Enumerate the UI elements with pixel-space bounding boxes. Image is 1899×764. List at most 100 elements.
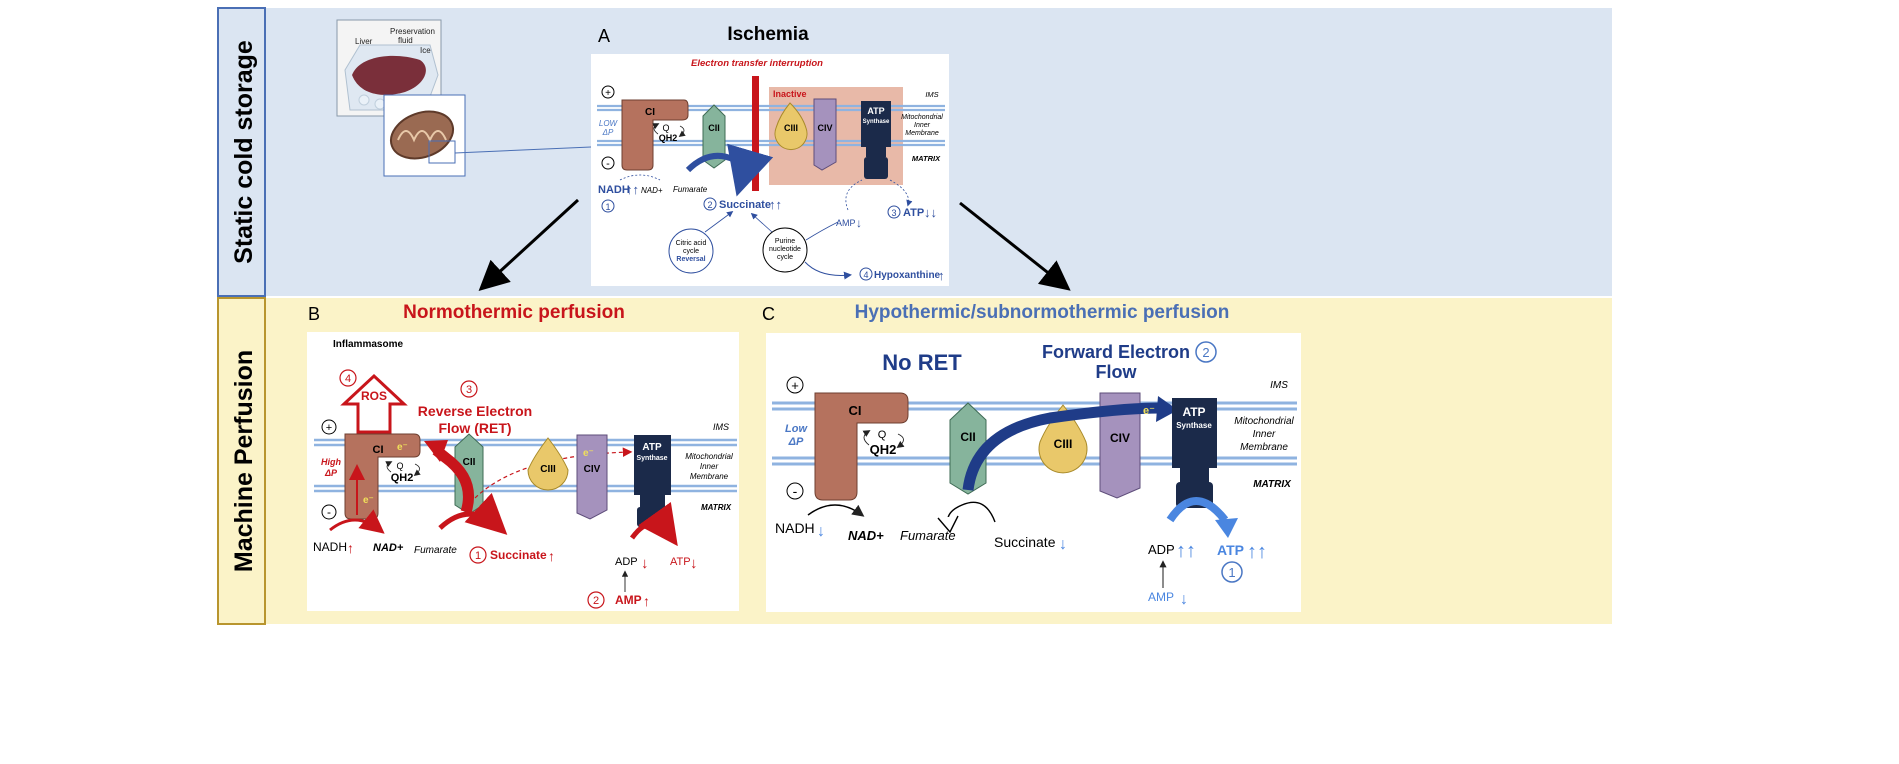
panel-c-cii-label: CII bbox=[960, 430, 975, 444]
panel-b-nadh: NADH bbox=[313, 540, 347, 554]
panel-c-plus-text: + bbox=[791, 378, 799, 393]
panel-c-step-2-text: 2 bbox=[1202, 345, 1209, 360]
panel-b-e-3: e⁻ bbox=[583, 448, 594, 459]
panel-b-ros-arrow bbox=[340, 373, 408, 434]
panel-b-atp: ATP bbox=[670, 556, 691, 568]
panel-a-complex-iv bbox=[813, 98, 837, 171]
panel-a-qh2: QH2 bbox=[659, 133, 678, 143]
panel-a-ciii-label: CIII bbox=[784, 123, 798, 133]
panel-a-civ-label: CIV bbox=[817, 123, 832, 133]
panel-c-fumarate: Fumarate bbox=[900, 528, 956, 543]
panel-a-title: Ischemia bbox=[727, 24, 809, 45]
panel-c-mim-1: Mitochondrial bbox=[1234, 416, 1294, 427]
panel-b-adp: ADP bbox=[615, 556, 638, 568]
panel-b-adp-arrow: ↓ bbox=[641, 555, 649, 572]
panel-c-matrix: MATRIX bbox=[1253, 479, 1292, 490]
panel-b-step-4: 4 bbox=[339, 369, 357, 387]
panel-c-atp-synthase bbox=[1172, 398, 1217, 468]
panel-a-cac-1: Citric acid bbox=[676, 240, 707, 247]
panel-c-civ-label: CIV bbox=[1110, 431, 1130, 445]
panel-a-step-4-text: 4 bbox=[863, 270, 868, 280]
panel-c-minus-sign: - bbox=[786, 482, 804, 500]
panel-c-ci-label: CI bbox=[849, 403, 862, 418]
panel-c: C Hypothermic/subnormothermic perfusion … bbox=[762, 302, 1301, 612]
panel-a-nadh-arrows: ↑↑ bbox=[626, 182, 639, 197]
panel-c-title: Hypothermic/subnormothermic perfusion bbox=[855, 302, 1230, 323]
panel-a-amp-arrow: ↓ bbox=[856, 216, 862, 230]
panel-c-ciii-label: CIII bbox=[1054, 437, 1073, 451]
panel-a-ci-label: CI bbox=[645, 107, 655, 118]
panel-b: B Normothermic perfusion Inflammasome 4 … bbox=[307, 302, 739, 611]
panel-c-atp-label-2: Synthase bbox=[1176, 421, 1212, 430]
panel-a-succinate: Succinate bbox=[719, 199, 771, 211]
panel-b-high: High bbox=[321, 457, 341, 467]
liver-label: Liver bbox=[355, 37, 373, 46]
panel-a-citric-acid-cycle bbox=[668, 228, 714, 274]
panel-b-inflammasome: Inflammasome bbox=[333, 339, 403, 350]
panel-c-qh2: QH2 bbox=[870, 442, 897, 457]
panel-a-pnc-2: nucleotide bbox=[769, 246, 801, 253]
panel-b-nadh-arrow: ↑ bbox=[347, 540, 354, 556]
panel-c-nadh-arrow: ↓ bbox=[817, 523, 825, 540]
panel-a-purine-nucleotide-cycle bbox=[762, 227, 808, 273]
panel-c-nadplus: NAD+ bbox=[848, 528, 884, 543]
panel-b-complex-iv bbox=[576, 434, 608, 520]
panel-a-complex-iii bbox=[774, 102, 808, 150]
panel-a-amp: AMP bbox=[836, 218, 856, 228]
panel-c-minus-text: - bbox=[793, 483, 798, 499]
panel-a-pnc-1: Purine bbox=[775, 238, 795, 245]
panel-a-atp-label-1: ATP bbox=[867, 106, 884, 116]
panel-b-minus-text: - bbox=[327, 505, 331, 519]
panel-c-e: e⁻ bbox=[1143, 405, 1155, 417]
panel-b-qh2: QH2 bbox=[391, 472, 414, 484]
panel-c-step-1-text: 1 bbox=[1228, 565, 1235, 580]
panel-b-mim-3: Membrane bbox=[690, 472, 729, 481]
panel-a-low: LOW bbox=[599, 119, 619, 128]
panel-a-fumarate: Fumarate bbox=[673, 185, 708, 194]
panel-b-ret-1: Reverse Electron bbox=[418, 403, 532, 419]
panel-b-atp-arrow: ↓ bbox=[690, 555, 698, 572]
panel-b-q: Q bbox=[396, 461, 403, 471]
panel-b-step-3: 3 bbox=[460, 380, 478, 398]
panel-a-atp-arrows: ↓↓ bbox=[924, 205, 937, 220]
panel-c-complex-iv bbox=[1099, 392, 1141, 499]
fluid-label-1: Preservation bbox=[390, 27, 435, 36]
panel-c-atp: ATP bbox=[1217, 542, 1244, 558]
panel-a-interruption-bar bbox=[752, 76, 759, 191]
panel-c-mim-2: Inner bbox=[1253, 429, 1276, 440]
panel-b-atp-label-1: ATP bbox=[642, 442, 662, 453]
row-label-bottom-box: Machine Perfusion bbox=[217, 297, 266, 625]
panel-b-plus-text: + bbox=[326, 422, 332, 434]
panel-c-plus-sign: + bbox=[786, 376, 804, 394]
panel-c-succinate-arrow: ↓ bbox=[1059, 536, 1067, 553]
panel-b-dp: ΔP bbox=[324, 468, 338, 478]
panel-a-step-4: 4 bbox=[859, 267, 873, 281]
panel-a-step-3: 3 bbox=[887, 205, 901, 219]
panel-c-letter: C bbox=[762, 304, 775, 324]
panel-c-fef-1: Forward Electron bbox=[1042, 342, 1190, 362]
panel-c-nadh: NADH bbox=[775, 520, 815, 536]
panel-a-ims: IMS bbox=[925, 90, 938, 99]
panel-b-matrix: MATRIX bbox=[701, 503, 732, 512]
panel-b-step-1-text: 1 bbox=[475, 550, 481, 562]
panel-b-atp-label-2: Synthase bbox=[636, 455, 667, 462]
panel-a-step-1: 1 bbox=[601, 199, 615, 213]
panel-c-no-ret: No RET bbox=[882, 350, 962, 375]
panel-a-pnc-3: cycle bbox=[777, 254, 793, 261]
panel-a-mim-1: Mitochondrial bbox=[901, 114, 943, 121]
panel-a-mim-3: Membrane bbox=[905, 130, 939, 137]
panel-a-nadh: NADH bbox=[598, 184, 630, 196]
panel-a: A Ischemia Electron transfer interruptio… bbox=[591, 24, 949, 286]
panel-a-complex-i bbox=[621, 99, 689, 171]
panel-b-step-2-text: 2 bbox=[593, 595, 599, 607]
panel-a-hypoxanthine: Hypoxanthine bbox=[874, 270, 941, 281]
panel-a-minus-sign: - bbox=[601, 156, 615, 170]
panel-b-plus-sign: + bbox=[321, 419, 337, 435]
panel-b-ret-2: Flow (RET) bbox=[438, 420, 511, 436]
panel-b-e-2: e⁻ bbox=[363, 495, 374, 506]
panel-b-e-1: e⁻ bbox=[397, 442, 408, 453]
panel-a-dp: ΔP bbox=[602, 128, 614, 137]
panel-a-nadplus: NAD+ bbox=[641, 186, 663, 195]
arrow-a-to-b bbox=[478, 198, 580, 292]
